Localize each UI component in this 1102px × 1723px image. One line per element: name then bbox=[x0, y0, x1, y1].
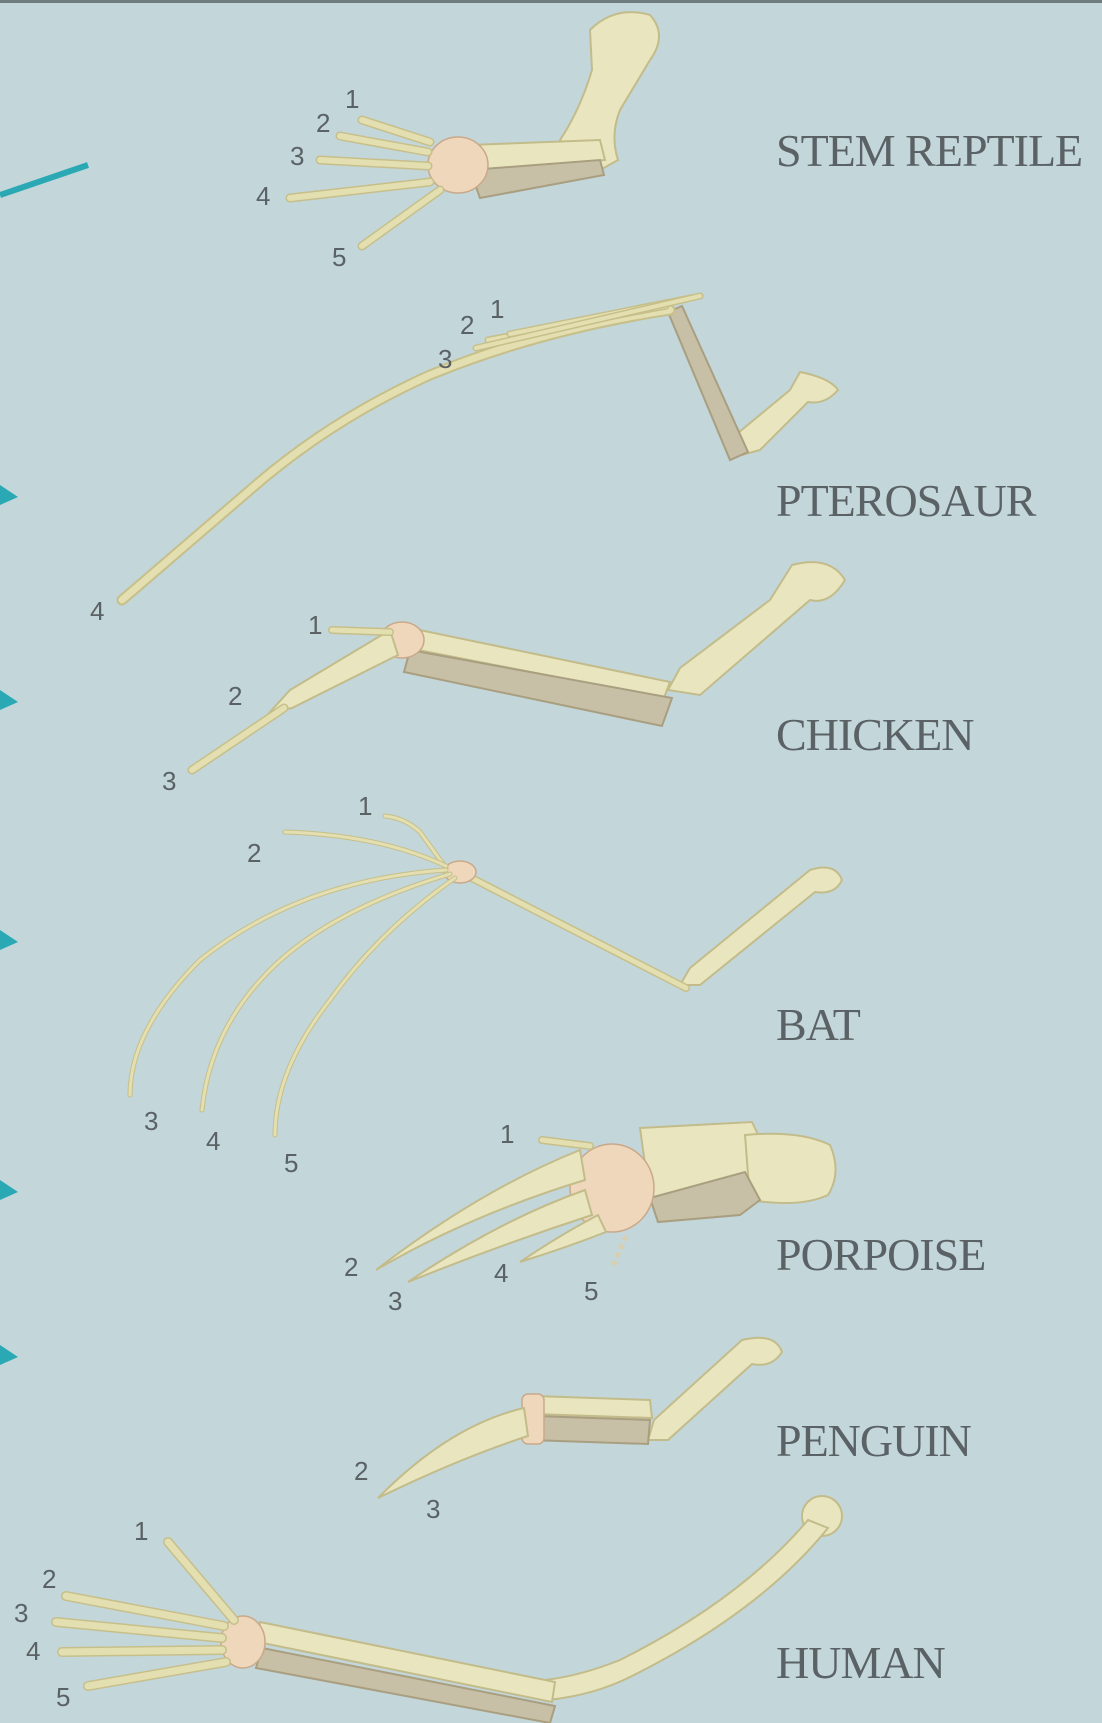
bullet-arrow-5 bbox=[0, 1345, 18, 1365]
digit-number: 4 bbox=[206, 1126, 220, 1156]
digit-number: 1 bbox=[308, 610, 322, 640]
digit-number: 5 bbox=[56, 1682, 70, 1712]
digit-number: 3 bbox=[426, 1494, 440, 1524]
penguin-limb: 2 3 bbox=[354, 1338, 782, 1524]
bat-label: BAT bbox=[776, 998, 860, 1051]
pterosaur-label: PTEROSAUR bbox=[776, 474, 1035, 527]
stem-reptile-limb: 1 2 3 4 5 bbox=[256, 12, 659, 272]
humerus bbox=[648, 1338, 782, 1440]
digit-number: 2 bbox=[316, 108, 330, 138]
carpometacarpus bbox=[270, 630, 398, 712]
digit-number: 2 bbox=[344, 1252, 358, 1282]
digit-number: 3 bbox=[144, 1106, 158, 1136]
slide-accent-marks bbox=[0, 165, 88, 1365]
humerus bbox=[732, 372, 838, 455]
porpoise-limb: 1 2 3 4 5 bbox=[344, 1119, 836, 1316]
digit-number: 4 bbox=[256, 181, 270, 211]
bullet-arrow-4 bbox=[0, 1180, 18, 1200]
digit-number: 3 bbox=[438, 344, 452, 374]
digit-number: 2 bbox=[42, 1564, 56, 1594]
human-label: HUMAN bbox=[776, 1636, 945, 1689]
digit-number: 2 bbox=[228, 681, 242, 711]
digit-number: 1 bbox=[358, 791, 372, 821]
chicken-limb: 1 2 3 bbox=[162, 562, 845, 796]
digit-number: 3 bbox=[14, 1598, 28, 1628]
bullet-arrow-2 bbox=[0, 690, 18, 710]
penguin-label: PENGUIN bbox=[776, 1414, 971, 1467]
wrist-carpals bbox=[428, 137, 488, 193]
pterosaur-limb: 1 2 3 4 bbox=[90, 294, 838, 626]
digit-number: 3 bbox=[388, 1286, 402, 1316]
digit-number: 4 bbox=[26, 1636, 40, 1666]
stem-reptile-label: STEM REPTILE bbox=[776, 124, 1082, 177]
forearm bbox=[668, 306, 748, 460]
humerus bbox=[680, 868, 842, 985]
digit-number: 2 bbox=[354, 1456, 368, 1486]
digit-number: 1 bbox=[500, 1119, 514, 1149]
radius bbox=[535, 1396, 652, 1418]
digit-number: 2 bbox=[460, 310, 474, 340]
digit-number: 2 bbox=[247, 838, 261, 868]
humerus bbox=[745, 1134, 836, 1203]
bullet-arrow-1 bbox=[0, 485, 18, 505]
digit-number: 1 bbox=[490, 294, 504, 324]
bat-limb: 1 2 3 4 5 bbox=[130, 791, 842, 1178]
digit-number: 4 bbox=[90, 596, 104, 626]
digit-number: 5 bbox=[332, 242, 346, 272]
digit-number: 5 bbox=[584, 1276, 598, 1306]
chicken-label: CHICKEN bbox=[776, 708, 973, 761]
digit-number: 3 bbox=[162, 766, 176, 796]
human-limb: 1 2 3 4 5 bbox=[14, 1496, 842, 1723]
carpometacarpus bbox=[378, 1408, 528, 1498]
digit-number: 1 bbox=[345, 84, 359, 114]
digit-number: 1 bbox=[134, 1516, 148, 1546]
humerus bbox=[668, 562, 845, 695]
porpoise-label: PORPOISE bbox=[776, 1228, 985, 1281]
bullet-arrow-3 bbox=[0, 930, 18, 950]
accent-line bbox=[0, 165, 88, 195]
digit-number: 4 bbox=[494, 1258, 508, 1288]
ulna bbox=[530, 1416, 650, 1444]
digit-number: 3 bbox=[290, 141, 304, 171]
digit-number: 5 bbox=[284, 1148, 298, 1178]
